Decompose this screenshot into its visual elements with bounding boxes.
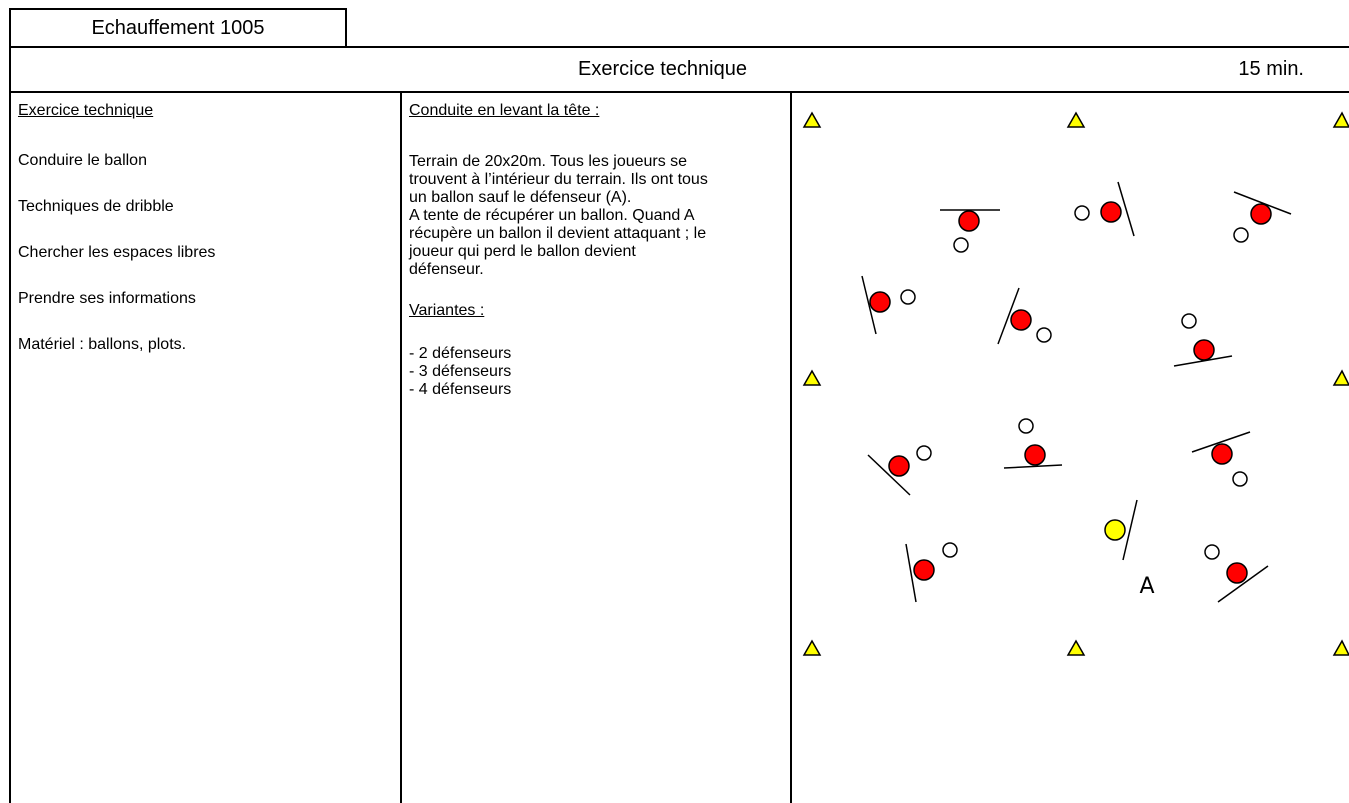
field-diagram: A [802,111,1349,656]
objectives-column: Exercice technique Conduire le ballon Te… [18,101,393,381]
player-icon [861,275,916,335]
description-line: trouvent à l’intérieur du terrain. Ils o… [409,171,708,188]
player-icon [1233,191,1292,243]
exercise-duration: 15 min. [1238,58,1304,80]
description-line: Terrain de 20x20m. Tous les joueurs se [409,153,688,170]
variant-item: - 3 défenseurs [409,363,512,380]
description-line: A tente de récupérer un ballon. Quand A [409,207,695,224]
description-line: défenseur. [409,261,484,278]
player-icon [867,445,932,496]
description-line: récupère un ballon il devient attaquant … [409,225,707,242]
description-line: joueur qui perd le ballon devient [409,243,636,260]
cone-icon [802,111,1349,656]
left-border [9,93,11,803]
objectives-heading: Exercice technique [18,102,154,119]
session-title: Echauffement 1005 [9,8,347,47]
description-line: un ballon sauf le défenseur (A). [409,189,632,206]
column-divider-2 [790,93,792,803]
player-icon [1204,544,1269,603]
player-icon [997,287,1052,345]
player-icon [1191,431,1251,487]
player-icon [905,542,958,603]
player-icon [1173,313,1233,367]
variant-item: - 2 défenseurs [409,345,512,362]
objective-item: Prendre ses informations [18,290,196,307]
equipment-item: Matériel : ballons, plots. [18,336,187,353]
objective-item: Conduire le ballon [18,152,147,169]
description-column: Conduite en levant la tête : Terrain de … [409,101,789,399]
player-icon [940,209,1000,253]
objective-item: Chercher les espaces libres [18,244,216,261]
objective-item: Techniques de dribble [18,198,174,215]
player-icon [1074,181,1135,237]
exercise-title: Exercice technique [578,58,747,80]
variant-item: - 4 défenseurs [409,381,512,398]
column-divider-1 [400,93,402,803]
header-row: Exercice technique 15 min. [9,46,1349,93]
defender-icon [1104,499,1138,561]
defender-label: A [1139,574,1154,599]
player-icon [1003,418,1063,469]
variants-heading: Variantes : [409,302,485,319]
description-heading: Conduite en levant la tête : [409,102,600,119]
